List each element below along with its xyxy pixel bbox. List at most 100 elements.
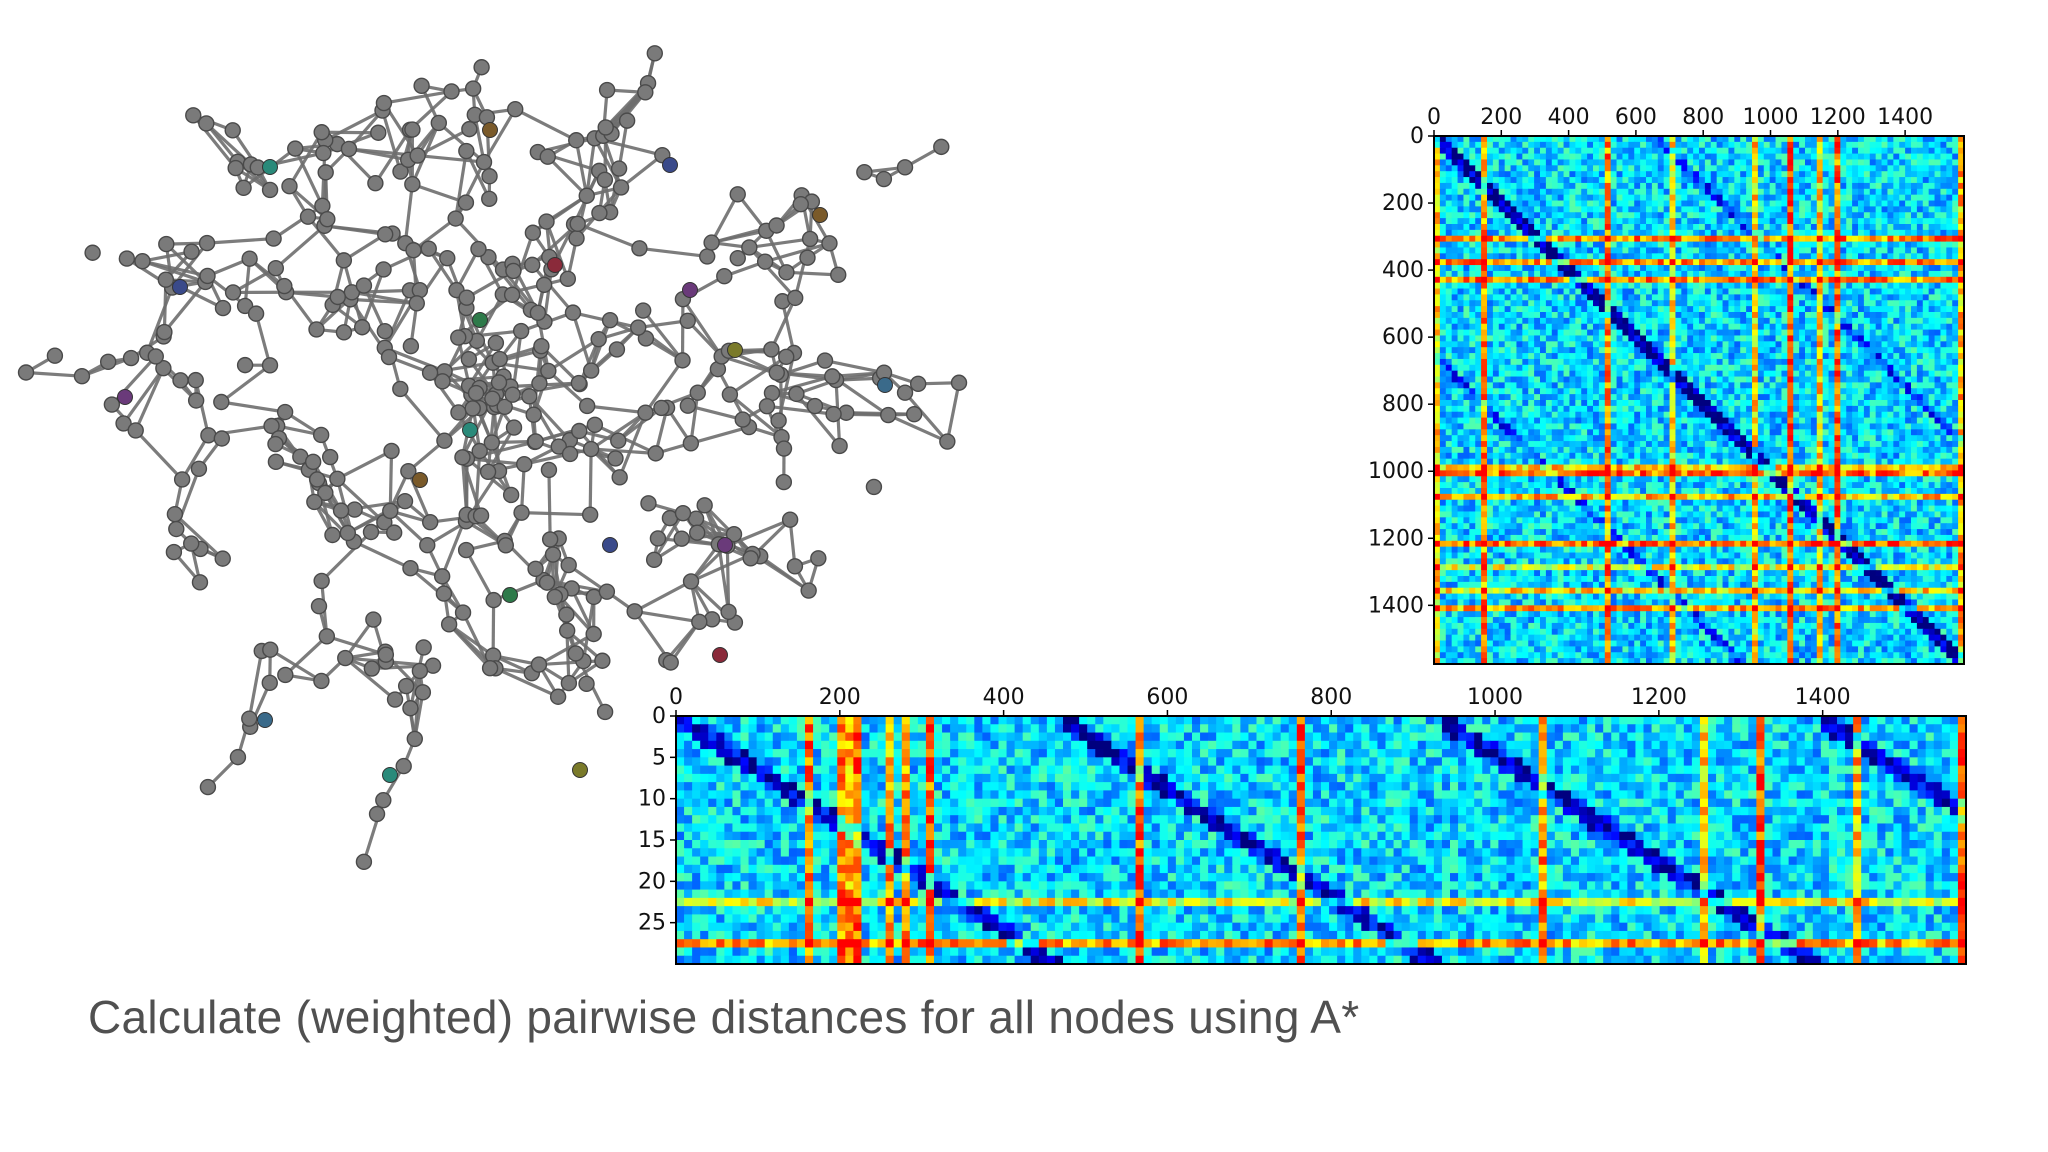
heatmap-cell [1922, 147, 1930, 155]
heatmap-cell [1681, 341, 1688, 348]
heatmap-cell [1657, 171, 1665, 178]
heatmap-cell [1887, 224, 1894, 231]
heatmap-cell [1492, 241, 1500, 249]
graph-node [413, 77, 430, 95]
heatmap-cell [1746, 259, 1753, 266]
heatmap-cell [1746, 171, 1753, 178]
heatmap-cell [1775, 177, 1783, 184]
heatmap-cell [1610, 300, 1618, 307]
heatmap-cell [1863, 141, 1871, 149]
heatmap-cell [1740, 224, 1747, 231]
heatmap-cell [1598, 270, 1606, 278]
heatmap-cell [1775, 294, 1783, 301]
heatmap-cell [1457, 300, 1465, 307]
heatmap-cell [1740, 165, 1747, 172]
heatmap-cell [1534, 147, 1541, 155]
graph-node [679, 397, 697, 414]
heatmap-cell [1940, 194, 1947, 202]
heatmap-cell [1946, 241, 1953, 249]
heatmap-cell [1822, 323, 1830, 331]
graph-edge [206, 237, 274, 245]
heatmap-cell [1487, 165, 1494, 172]
heatmap-cell [1657, 165, 1665, 172]
heatmap-cell [1681, 276, 1688, 284]
heatmap-cell [1757, 376, 1765, 383]
heatmap-cell [1899, 323, 1906, 331]
heatmap-cell [1575, 212, 1582, 219]
heatmap-cell [1439, 259, 1447, 266]
heatmap-cell [1687, 276, 1694, 284]
heatmap-cell [1593, 147, 1600, 155]
heatmap-cell [1581, 276, 1588, 284]
heatmap-cell [1610, 353, 1618, 360]
graph-node [267, 435, 284, 453]
heatmap-cell [1445, 206, 1453, 213]
heatmap-cell [1693, 347, 1700, 354]
heatmap-cell [1581, 212, 1588, 219]
heatmap-cell [1911, 253, 1918, 260]
heatmap-cell [1746, 182, 1753, 190]
heatmap-cell [1787, 335, 1794, 342]
graph-node [485, 591, 502, 609]
heatmap-cell [1916, 358, 1924, 366]
heatmap-cell [1610, 212, 1618, 219]
heatmap-cell [1675, 376, 1682, 383]
graph-edge [644, 359, 684, 414]
heatmap-cell [1952, 229, 1959, 237]
heatmap-cell [1534, 358, 1541, 366]
heatmap-cell [1616, 259, 1624, 266]
heatmap-cell [1834, 247, 1841, 254]
heatmap-cell [1540, 358, 1547, 366]
heatmap-cell [1899, 306, 1906, 313]
heatmap-cell [1699, 353, 1706, 360]
heatmap-cell [1722, 159, 1730, 166]
heatmap-cell [1569, 364, 1576, 372]
heatmap-cell [1816, 147, 1824, 155]
heatmap-cell [1651, 317, 1659, 325]
heatmap-cell [1646, 347, 1653, 354]
heatmap-cell [1881, 288, 1889, 295]
heatmap-cell [1492, 347, 1500, 354]
heatmap-cell [1669, 259, 1677, 266]
heatmap-cell [1669, 376, 1677, 383]
heatmap-cell [1887, 206, 1894, 213]
heatmap-cell [1487, 370, 1494, 378]
heatmap-cell [1434, 177, 1441, 184]
heatmap-cell [1722, 212, 1730, 219]
heatmap-cell [1551, 253, 1559, 260]
heatmap-cell [1934, 358, 1942, 366]
heatmap-cell [1840, 182, 1847, 190]
graph-node [768, 217, 785, 234]
heatmap-cell [1457, 294, 1465, 301]
graph-node [674, 504, 692, 522]
heatmap-cell [1563, 153, 1571, 161]
heatmap-cell [1763, 171, 1771, 178]
graph-node [470, 240, 487, 258]
heatmap-cell [1869, 300, 1877, 307]
heatmap-cell [1787, 188, 1794, 196]
heatmap-cell [1604, 153, 1612, 161]
heatmap-cell [1763, 194, 1771, 202]
heatmap-cell [1469, 182, 1476, 190]
heatmap-cell [1881, 153, 1889, 161]
heatmap-cell [1810, 382, 1818, 389]
heatmap-cell [1840, 317, 1847, 325]
heatmap-cell [1828, 194, 1836, 202]
heatmap-cell [1940, 335, 1947, 342]
heatmap-cell [1587, 153, 1594, 161]
heatmap-cell [1757, 358, 1765, 366]
heatmap-cell [1922, 300, 1930, 307]
heatmap-cell [1928, 218, 1936, 225]
graph-edge [766, 404, 834, 416]
heatmap-cell [1840, 188, 1847, 196]
heatmap-cell [1651, 171, 1659, 178]
heatmap-cell [1911, 241, 1918, 249]
heatmap-cell [1769, 300, 1777, 307]
heatmap-cell [1669, 282, 1677, 290]
graph-node [481, 659, 499, 677]
heatmap-cell [1940, 329, 1947, 337]
heatmap-cell [1875, 147, 1883, 155]
heatmap-cell [1946, 247, 1953, 254]
heatmap-cell [1905, 317, 1912, 325]
heatmap-cell [1434, 329, 1441, 337]
